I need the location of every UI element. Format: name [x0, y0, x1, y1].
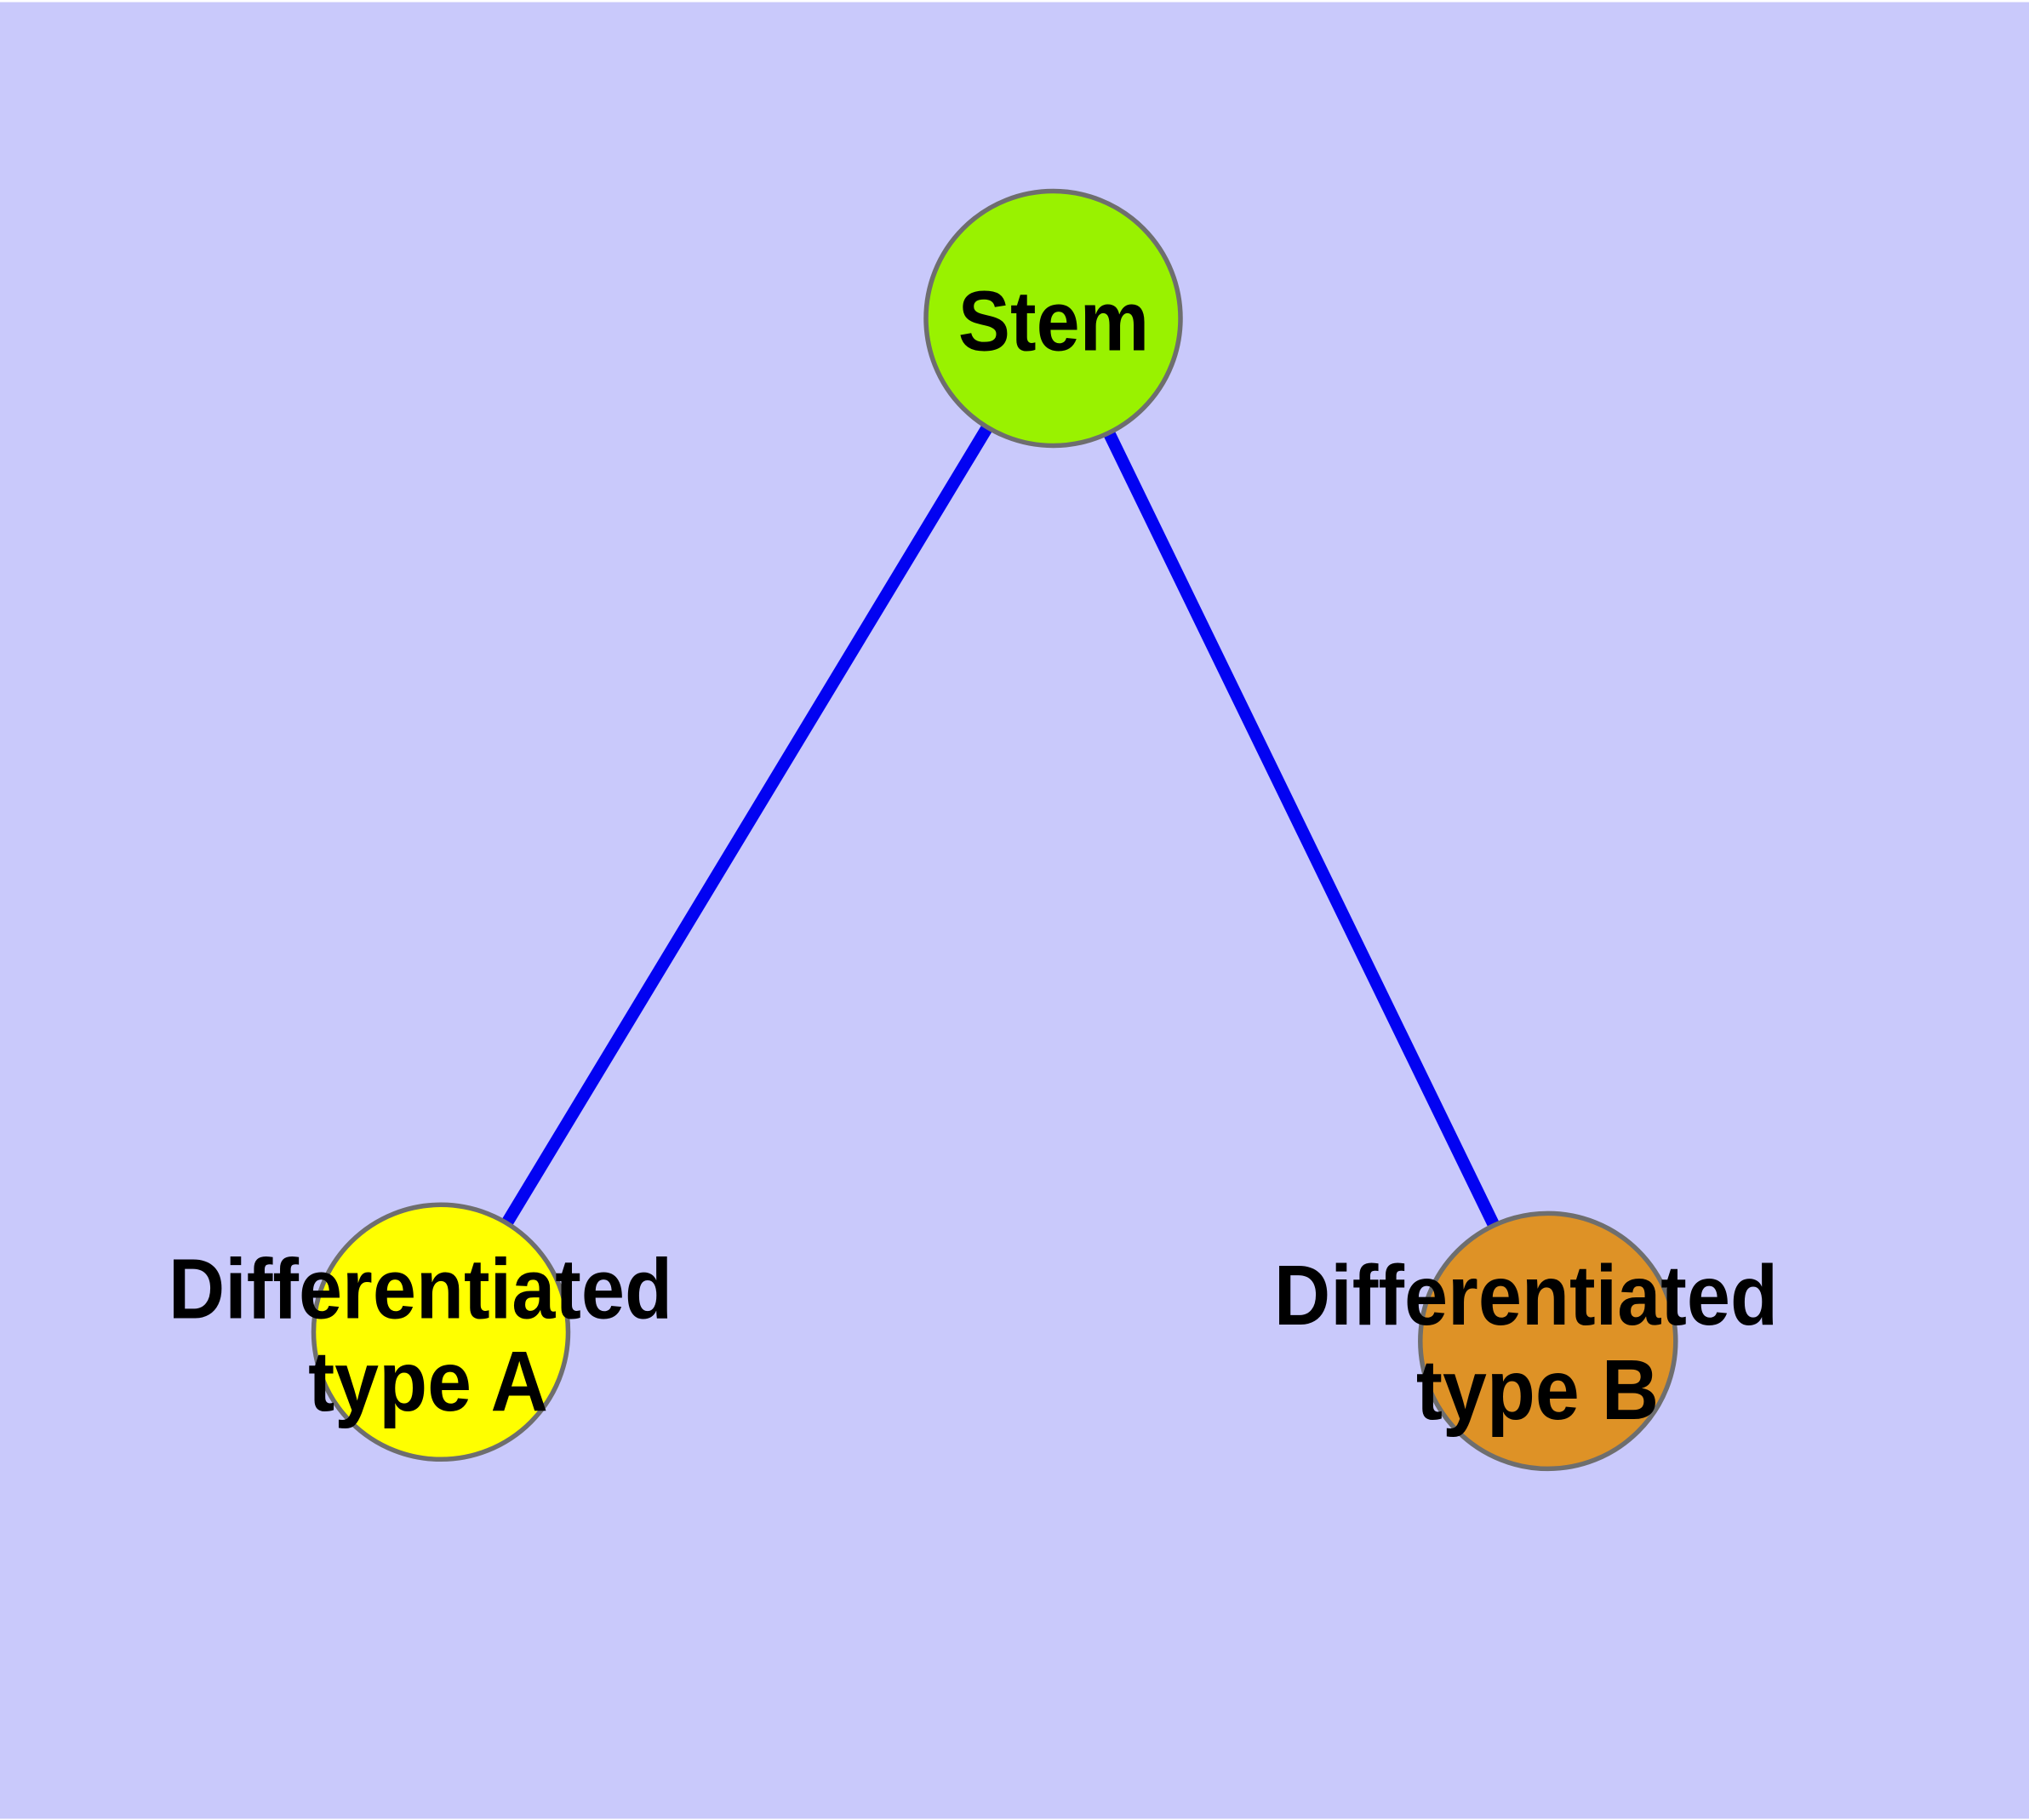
svg-text:type B: type B [1416, 1342, 1659, 1438]
svg-text:Differentiated: Differentiated [169, 1242, 672, 1337]
svg-text:type A: type A [308, 1334, 548, 1429]
svg-text:Stem: Stem [958, 274, 1149, 369]
svg-text:Differentiated: Differentiated [1274, 1248, 1778, 1343]
